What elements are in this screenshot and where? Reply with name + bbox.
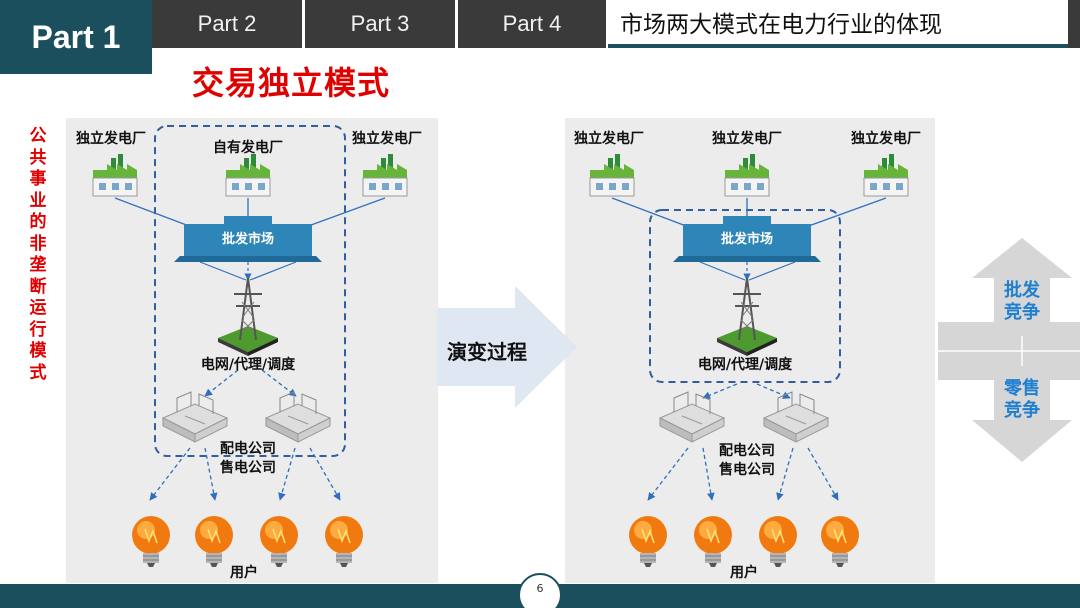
side-vertical-label: 公共事业的非垄断运行模式 [29, 126, 47, 383]
side-connector-box [938, 322, 1080, 380]
left-plant-center-label: 自有发电厂 [213, 140, 283, 156]
tab-part-4[interactable]: Part 4 [458, 0, 606, 48]
slide-title: 交易独立模式 [192, 64, 391, 102]
tab-part-2[interactable]: Part 2 [152, 0, 302, 48]
right-plant-left-label: 独立发电厂 [574, 131, 644, 147]
right-diagram-panel [565, 118, 935, 583]
right-grid-label: 电网/代理/调度 [697, 357, 793, 373]
section-title: 市场两大模式在电力行业的体现 [608, 0, 1068, 48]
left-grid-label: 电网/代理/调度 [200, 357, 296, 373]
left-diagram-panel [66, 118, 438, 583]
title-edge-bar [1068, 0, 1080, 48]
section-title-text: 市场两大模式在电力行业的体现 [620, 12, 942, 38]
tab-part-3[interactable]: Part 3 [305, 0, 455, 48]
left-plant-right-label: 独立发电厂 [352, 131, 422, 147]
left-users-label: 用户 [230, 565, 258, 581]
tab-part-1[interactable]: Part 1 [0, 0, 152, 74]
right-distribution-label: 配电公司 [719, 443, 775, 459]
left-market-label: 批发市场 [221, 232, 275, 247]
page-number-text: 6 [536, 581, 544, 595]
evolution-label: 演变过程 [447, 340, 527, 364]
left-distribution-label: 配电公司 [220, 441, 276, 457]
retail-competition-label: 零售竞争 [1004, 378, 1040, 421]
left-retail-label: 售电公司 [220, 460, 276, 476]
right-users-label: 用户 [730, 565, 758, 581]
right-plant-right-label: 独立发电厂 [851, 131, 921, 147]
page-number: 6 [518, 573, 562, 608]
right-market-label: 批发市场 [720, 232, 774, 247]
wholesale-competition-label: 批发竞争 [1004, 280, 1040, 323]
right-plant-center-label: 独立发电厂 [712, 131, 782, 147]
left-plant-left-label: 独立发电厂 [76, 131, 146, 147]
right-retail-label: 售电公司 [719, 462, 775, 478]
